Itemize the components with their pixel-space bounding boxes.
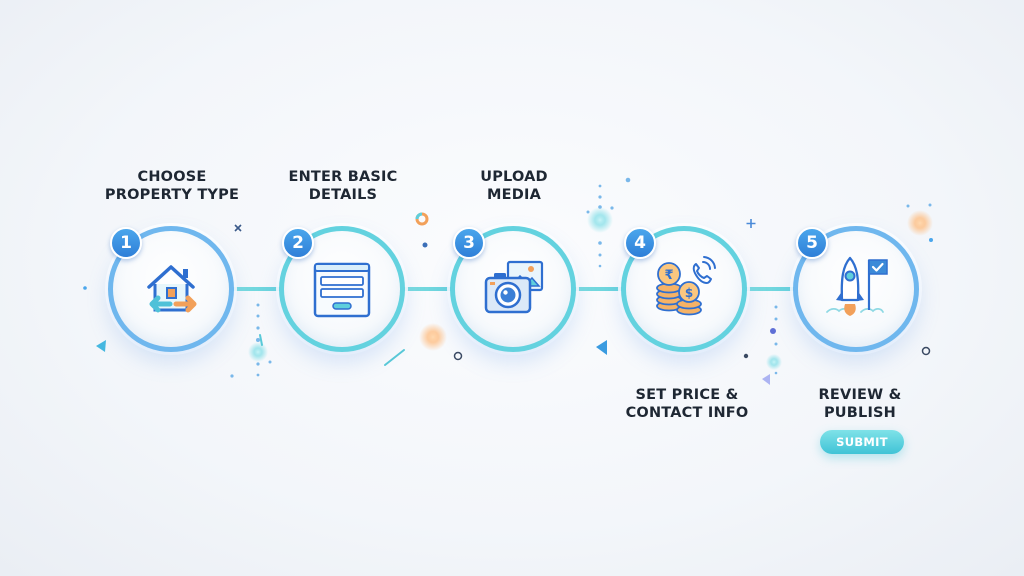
step-label-line: SET PRICE & [635, 387, 739, 403]
connector-line [226, 287, 300, 291]
step-number-badge: 2 [282, 227, 314, 259]
camera-photo-icon [478, 254, 548, 324]
step-label-line: DETAILS [308, 187, 378, 203]
connector-line [740, 287, 814, 291]
step-circle[interactable] [108, 226, 234, 352]
house-arrows-icon [136, 254, 206, 324]
connector-line [397, 287, 471, 291]
submit-button[interactable]: SUBMIT [820, 430, 904, 454]
connector-line [568, 287, 642, 291]
step-number-badge: 3 [453, 227, 485, 259]
rocket-flag-icon [821, 254, 891, 324]
step-label-line: MEDIA [487, 187, 541, 203]
step-label: ENTER BASIC DETAILS [258, 168, 428, 204]
step-label: CHOOSE PROPERTY TYPE [87, 168, 257, 204]
step-label: SET PRICE & CONTACT INFO [602, 386, 772, 422]
step-number-badge: 4 [624, 227, 656, 259]
step-label-line: PUBLISH [823, 405, 897, 421]
step-number-badge: 1 [110, 227, 142, 259]
step-label-line: PROPERTY TYPE [104, 187, 240, 203]
coins-phone-icon: ₹ $ [649, 254, 719, 324]
step-label-line: CONTACT INFO [625, 405, 749, 421]
step-label: UPLOAD MEDIA [429, 168, 599, 204]
step-label-line: UPLOAD [480, 169, 548, 185]
svg-text:₹: ₹ [664, 268, 673, 283]
step-circle[interactable]: ₹ $ [621, 226, 747, 352]
form-window-icon [307, 254, 377, 324]
step-circle[interactable] [450, 226, 576, 352]
step-label-line: CHOOSE [137, 169, 207, 185]
step-label: REVIEW & PUBLISH [775, 386, 945, 422]
step-label-line: ENTER BASIC [288, 169, 398, 185]
svg-text:$: $ [685, 286, 693, 300]
step-label-line: REVIEW & [818, 387, 902, 403]
step-number-badge: 5 [796, 227, 828, 259]
